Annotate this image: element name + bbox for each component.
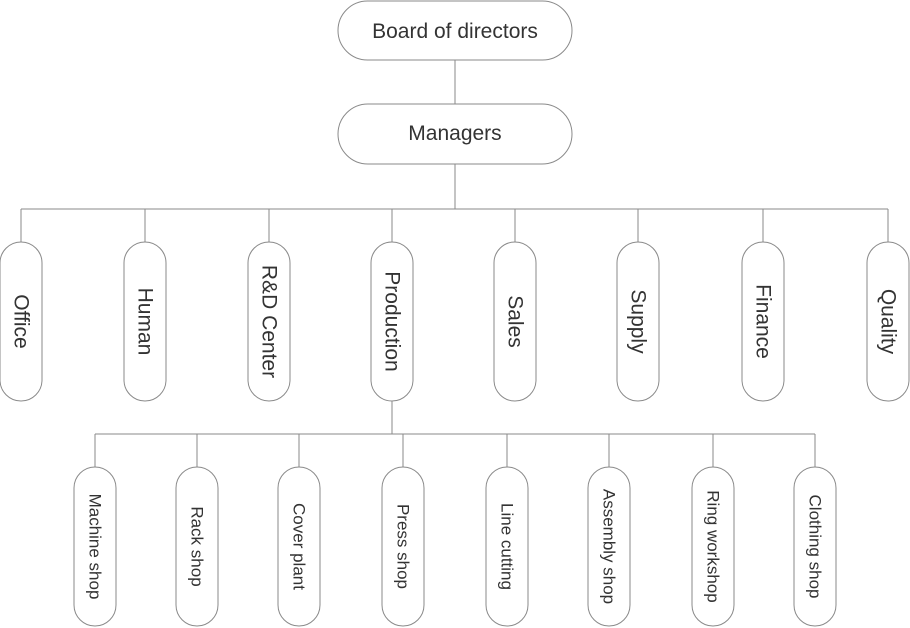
quality-node-box: [866, 241, 910, 402]
office-node-box: [0, 241, 43, 402]
office-label: Office: [10, 294, 33, 348]
press-shop-node-box: [381, 466, 425, 627]
quality-label: Quality: [877, 289, 900, 355]
board-label: Board of directors: [372, 20, 538, 43]
assembly-shop-node: Assembly shop: [587, 466, 631, 627]
ring-workshop-label: Ring workshop: [704, 490, 723, 602]
rack-shop-label: Rack shop: [188, 506, 207, 586]
production-node-box: [370, 241, 414, 402]
rd-center-label: R&D Center: [258, 265, 281, 378]
assembly-shop-node-box: [587, 466, 631, 627]
ring-workshop-node-box: [691, 466, 735, 627]
supply-node-box: [616, 241, 660, 402]
line-cutting-label: Line cutting: [498, 503, 517, 590]
human-node-box: [123, 241, 167, 402]
managers-node: Managers: [337, 103, 573, 165]
production-label: Production: [381, 271, 404, 371]
assembly-shop-label: Assembly shop: [600, 489, 619, 604]
line-cutting-node-box: [485, 466, 529, 627]
press-shop-node: Press shop: [381, 466, 425, 627]
cover-plant-node-box: [277, 466, 321, 627]
sales-node-box: [493, 241, 537, 402]
machine-shop-node-box: [73, 466, 117, 627]
rack-shop-node-box: [175, 466, 219, 627]
finance-label: Finance: [752, 284, 775, 359]
department-nodes: Office Human R&D Center Production Sales Supp…: [0, 241, 910, 402]
sales-node: Sales: [493, 241, 537, 402]
managers-label: Managers: [408, 122, 501, 145]
machine-shop-node: Machine shop: [73, 466, 117, 627]
human-label: Human: [134, 288, 157, 356]
production-unit-nodes: Machine shop Rack shop Cover plant Press sh…: [73, 466, 837, 627]
human-node: Human: [123, 241, 167, 402]
cover-plant-node: Cover plant: [277, 466, 321, 627]
rd-center-node: R&D Center: [247, 241, 291, 402]
board-node-box: [337, 0, 573, 61]
supply-node: Supply: [616, 241, 660, 402]
office-node: Office: [0, 241, 43, 402]
clothing-shop-label: Clothing shop: [806, 495, 825, 599]
finance-node-box: [741, 241, 785, 402]
clothing-shop-node: Clothing shop: [793, 466, 837, 627]
unit-drop-connectors: [94, 434, 816, 467]
managers-node-box: [337, 103, 573, 165]
production-node: Production: [370, 241, 414, 402]
ring-workshop-node: Ring workshop: [691, 466, 735, 627]
sales-label: Sales: [504, 295, 527, 348]
press-shop-label: Press shop: [394, 504, 413, 589]
rack-shop-node: Rack shop: [175, 466, 219, 627]
cover-plant-label: Cover plant: [290, 503, 309, 590]
connectors: [20, 60, 889, 467]
supply-label: Supply: [627, 289, 650, 354]
department-drop-connectors: [20, 209, 889, 242]
rd-center-node-box: [247, 241, 291, 402]
line-cutting-node: Line cutting: [485, 466, 529, 627]
clothing-shop-node-box: [793, 466, 837, 627]
machine-shop-label: Machine shop: [86, 494, 105, 600]
finance-node: Finance: [741, 241, 785, 402]
board-node: Board of directors: [337, 0, 573, 61]
quality-node: Quality: [866, 241, 910, 402]
